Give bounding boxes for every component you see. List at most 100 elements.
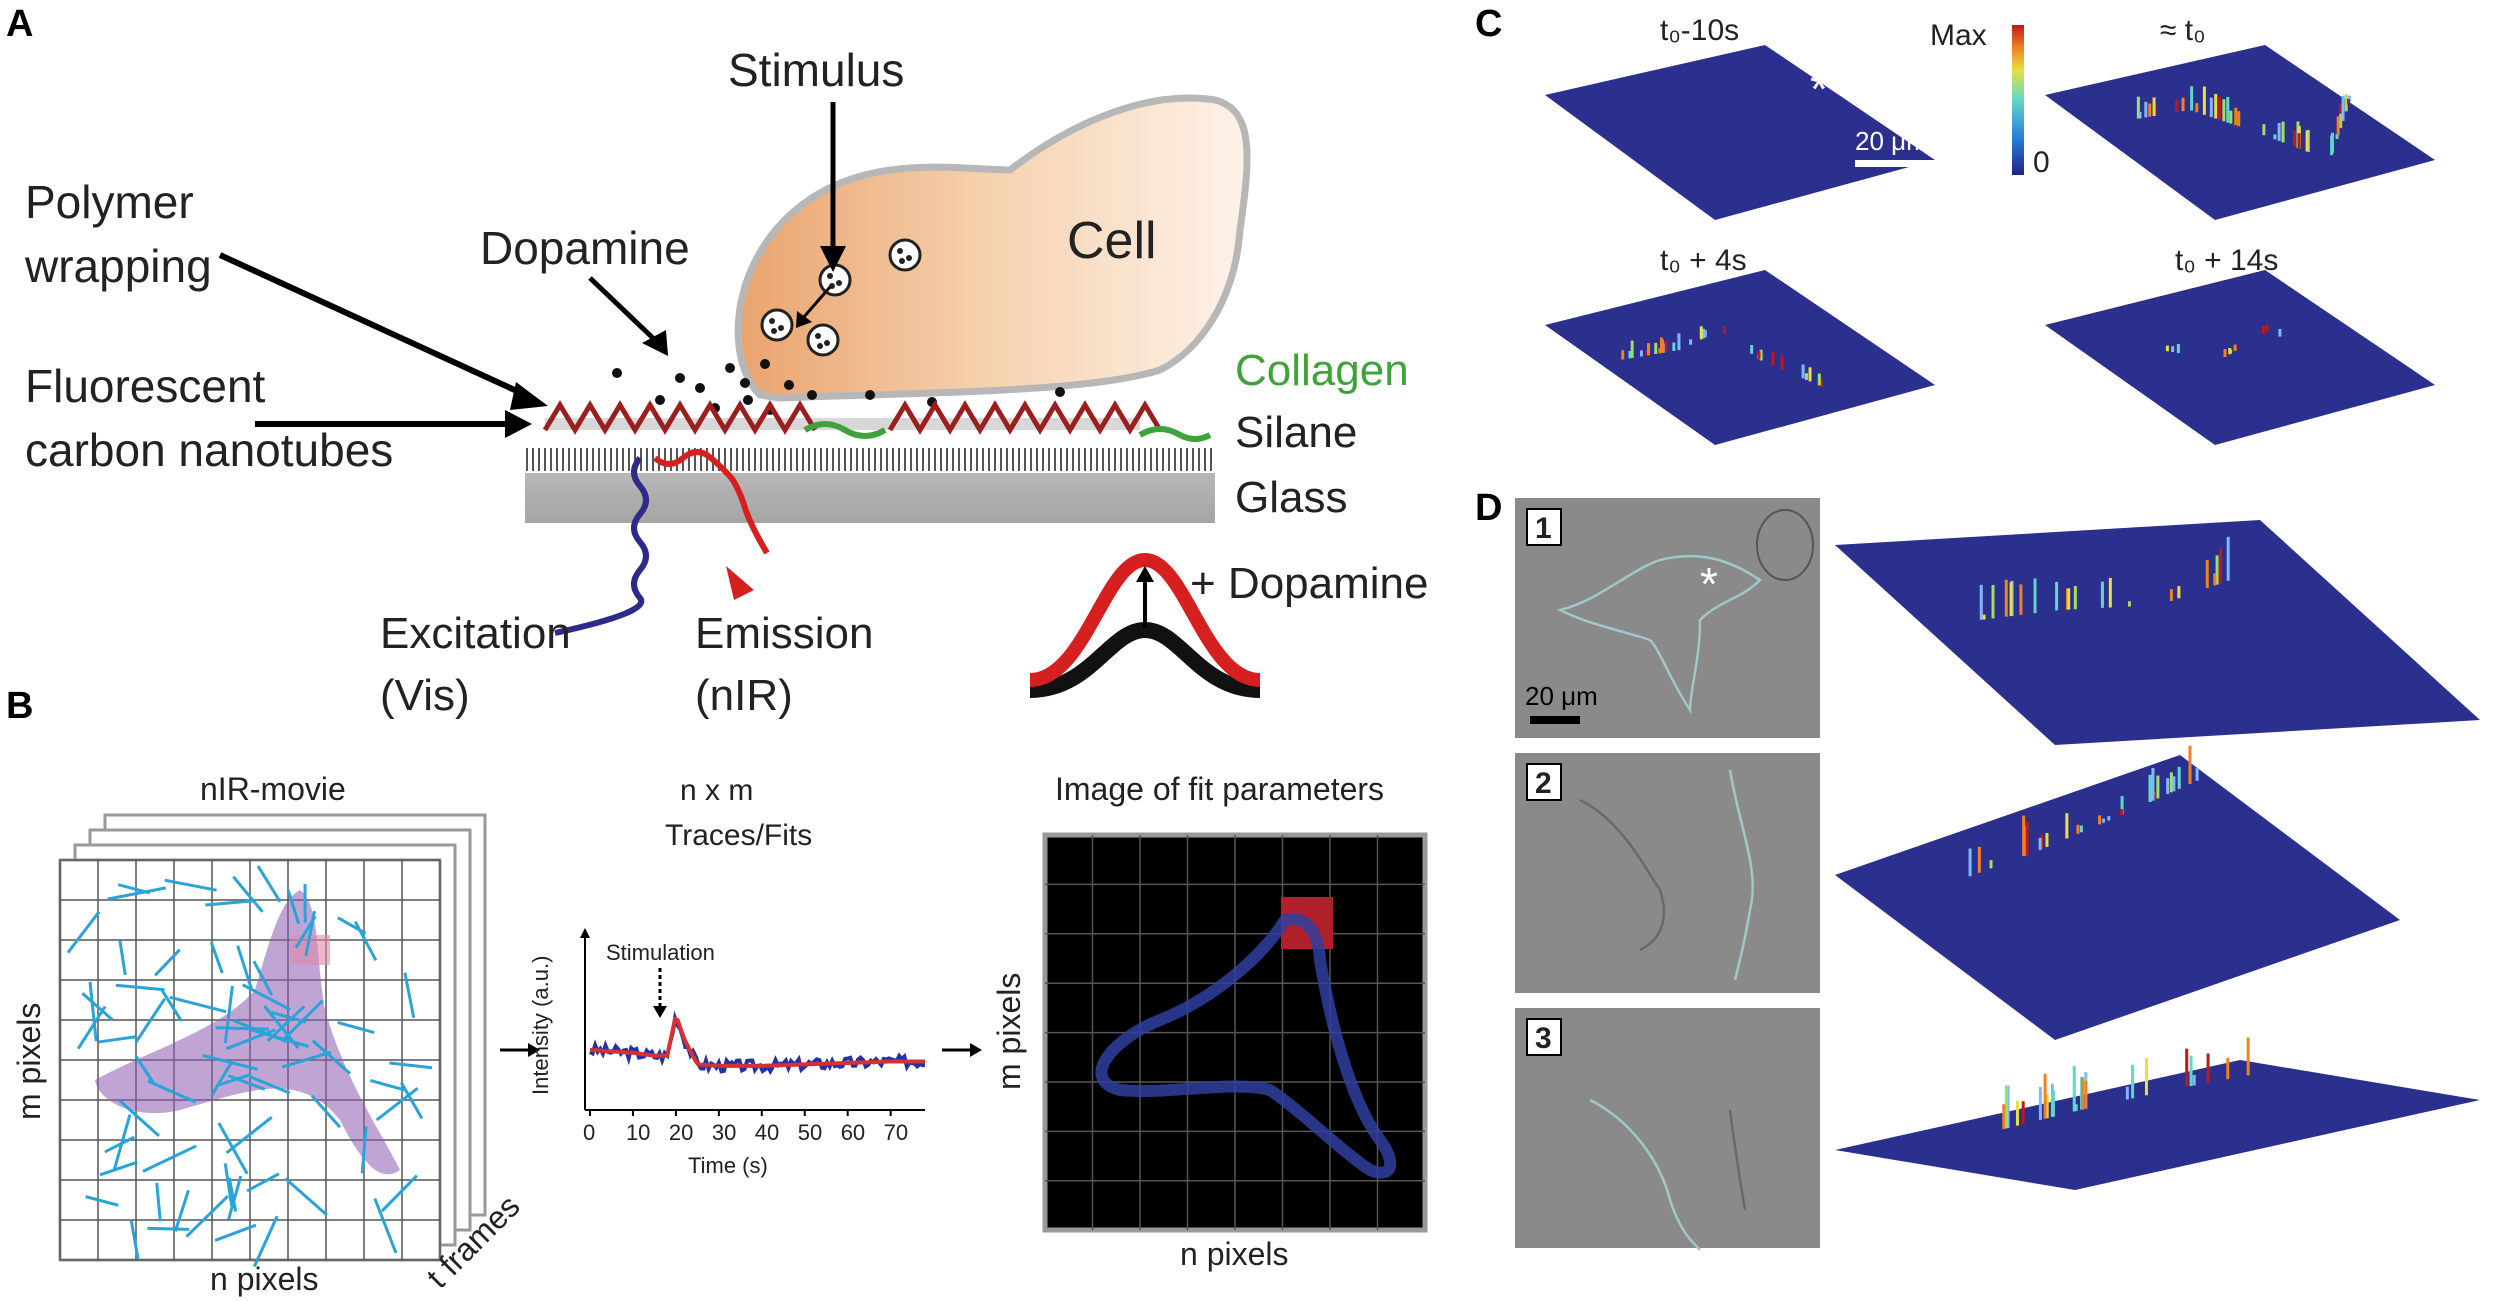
movie-n-pixels: n pixels xyxy=(210,1261,319,1297)
x-tick-label: 30 xyxy=(712,1120,736,1145)
nanotube-stick xyxy=(169,995,227,1014)
nanotube-stick xyxy=(76,1005,107,1050)
nanotube-stick xyxy=(281,1050,332,1069)
scale-bar-label-c: 20 μm xyxy=(1855,126,1928,156)
micrograph-1-cell xyxy=(1556,554,1762,715)
time-label-1: t₀-10s xyxy=(1660,14,1739,47)
time-label-4: t₀ + 14s xyxy=(2175,244,2278,277)
panel-b: B nIR-movie m pixels n pixels t frames n… xyxy=(6,685,1428,1297)
nanotube-stick xyxy=(205,899,253,907)
fluor-label-1: Fluorescent xyxy=(25,360,266,412)
nanotube-stick xyxy=(153,948,181,977)
scale-bar-c xyxy=(1855,160,1940,167)
nanotube-stick xyxy=(88,981,98,1042)
nanotube-stick xyxy=(369,1079,406,1092)
fluor-label-2: carbon nanotubes xyxy=(25,424,393,476)
movie-m-pixels: m pixels xyxy=(11,1003,47,1120)
nanotube-stick xyxy=(310,1094,342,1129)
cell-label: Cell xyxy=(1067,212,1157,270)
nanotube-stick xyxy=(147,1079,197,1104)
movie-title: nIR-movie xyxy=(200,771,346,807)
nanotube-stick xyxy=(66,910,101,954)
nanotube-stick xyxy=(252,960,274,996)
nanotube-stick xyxy=(294,915,317,949)
collagen-label: Collagen xyxy=(1235,346,1409,395)
nanotube-stick xyxy=(214,1223,257,1242)
nanotube-stick xyxy=(215,1026,269,1031)
heatmap-spikes xyxy=(1621,86,2351,387)
trace-xlabel: Time (s) xyxy=(688,1153,768,1178)
dopamine-molecules xyxy=(612,359,1065,415)
surface-plot-2 xyxy=(1835,755,2400,1040)
micrograph-2-cell xyxy=(1579,798,1666,952)
heatmap-t0 xyxy=(2045,45,2435,220)
nanotube-stick xyxy=(129,1220,140,1259)
nanotube-stick xyxy=(246,1172,280,1193)
nanotube-stick xyxy=(223,1163,234,1208)
time-label-3: t₀ + 4s xyxy=(1660,244,1747,277)
colorbar xyxy=(2012,25,2024,175)
panel-c-letter: C xyxy=(1475,3,1502,45)
emission-label: Emission xyxy=(695,609,874,658)
x-tick-label: 0 xyxy=(583,1120,595,1145)
emission-sub: (nIR) xyxy=(695,671,793,720)
nanotube-stick xyxy=(99,1160,138,1177)
nanotube-stick xyxy=(117,883,151,895)
nanotube-stick xyxy=(223,985,234,1044)
panel-a: A Cell Stimulus Dopamine xyxy=(6,3,1428,720)
nanotube-stick xyxy=(118,940,127,976)
colorbar-max: Max xyxy=(1930,19,1987,52)
nanotube-stick xyxy=(399,1081,424,1120)
surface-plot-1 xyxy=(1835,520,2480,745)
nanotube-stick xyxy=(403,972,416,1019)
nanotube-stick xyxy=(232,1019,287,1043)
excitation-wave xyxy=(554,456,649,636)
colorbar-min: 0 xyxy=(2033,146,2050,179)
nanotube-stick xyxy=(375,1087,419,1122)
emission-wave xyxy=(653,449,770,555)
stimulus-label: Stimulus xyxy=(728,44,904,96)
heatmap-t-plus-14 xyxy=(2045,270,2435,445)
nanotube-stick xyxy=(380,1174,418,1213)
nanotube-stick xyxy=(81,992,114,1022)
heatmap-t-plus-4 xyxy=(1545,270,1935,445)
micrograph-1 xyxy=(1515,498,1820,738)
traces-label-2: Traces/Fits xyxy=(665,819,812,852)
nanotube-stick xyxy=(217,1072,252,1087)
dopamine-arrow xyxy=(588,276,657,342)
x-tick-label: 40 xyxy=(755,1120,779,1145)
micrograph-3 xyxy=(1515,1008,1820,1248)
movie-cell-overlay xyxy=(95,890,400,1175)
nanotube-stick xyxy=(232,875,264,913)
fit-m-pixels: m pixels xyxy=(991,973,1027,1090)
collagen-fibre-2 xyxy=(1138,426,1212,442)
glass-layer xyxy=(525,473,1215,523)
time-label-2: ≈ t₀ xyxy=(2160,14,2206,47)
nanotube-stick xyxy=(98,1035,136,1044)
panel-b-letter: B xyxy=(6,685,33,727)
polymer-arrow xyxy=(218,252,532,400)
nanotube-stick xyxy=(85,1195,119,1207)
nanotube-stick xyxy=(337,1020,375,1034)
polymer-label-1: Polymer xyxy=(25,176,194,228)
nanotube-stick xyxy=(284,1177,328,1217)
silane-label: Silane xyxy=(1235,408,1357,457)
micrograph-2 xyxy=(1515,753,1820,993)
nanotube-stick xyxy=(225,1116,273,1155)
nanotube-stick xyxy=(112,1114,132,1172)
nanotube-stick xyxy=(373,1197,398,1254)
nanotube-stick xyxy=(155,1182,162,1222)
row-label-3: 3 xyxy=(1535,1022,1552,1055)
spectrum-dopamine xyxy=(1029,552,1261,687)
panel-c: C t₀-10s ≈ t₀ t₀ + 4s t₀ + 14s * 20 μm M… xyxy=(1475,3,2435,445)
nanotube-stick xyxy=(210,1060,234,1097)
nanotube-stick xyxy=(173,1189,190,1232)
trace-fit-line xyxy=(589,1016,925,1068)
nanotube-stick xyxy=(107,886,166,901)
stimulus-asterisk-d: * xyxy=(1700,558,1718,610)
nanotube-stick xyxy=(147,1226,190,1231)
nanotube-stick xyxy=(225,1028,276,1051)
nanotube-stick xyxy=(142,1144,197,1173)
nanotube-stick xyxy=(227,1177,238,1212)
